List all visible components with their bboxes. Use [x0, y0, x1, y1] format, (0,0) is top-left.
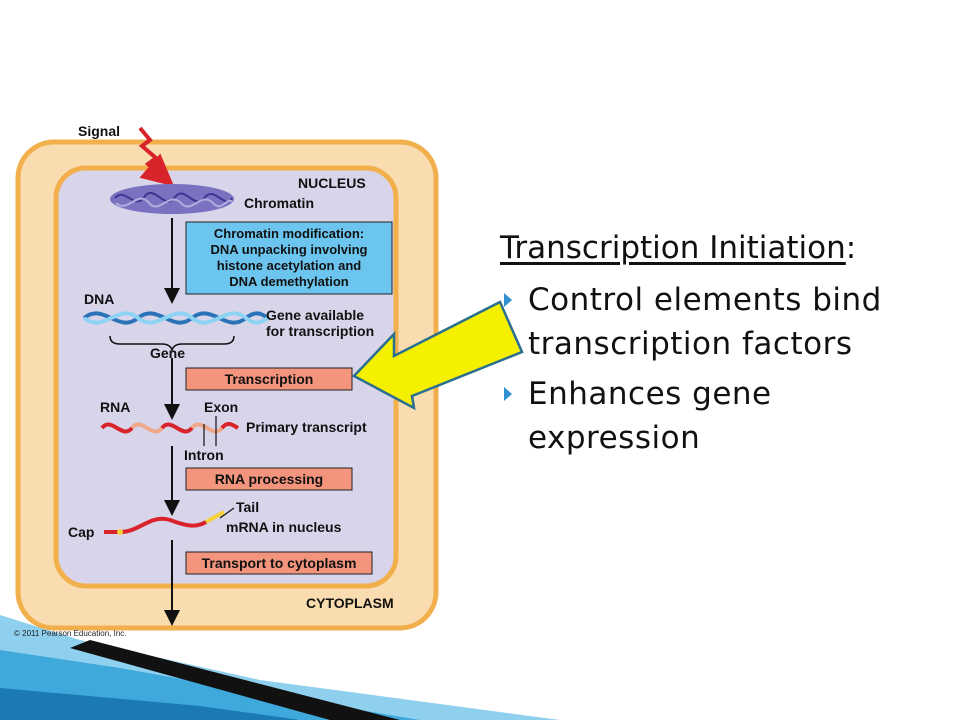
highlight-arrow-icon — [351, 300, 524, 411]
transport-box — [185, 551, 373, 575]
bullet-arrow-icon — [504, 293, 512, 307]
bullet-text: Control elements bind transcription fact… — [528, 282, 882, 362]
cap-label: Cap — [68, 524, 94, 540]
transcription-label: Transcription — [225, 371, 314, 387]
gene-bracket — [109, 335, 235, 353]
slide-heading: Transcription Initiation: — [500, 226, 950, 270]
bullet-text: Enhances gene expression — [528, 376, 772, 456]
transport-label: Transport to cytoplasm — [202, 555, 357, 571]
primary-transcript-wave-icon — [100, 421, 239, 434]
bullet-arrow-icon — [504, 387, 512, 401]
mrna-in-nucleus-label: mRNA in nucleus — [226, 519, 342, 535]
tail-label: Tail — [236, 499, 259, 515]
heading-colon: : — [845, 230, 857, 266]
chromatin-mod-line-4: DNA demethylation — [229, 274, 348, 289]
tail-pointer — [219, 507, 235, 519]
cytoplasm-label: CYTOPLASM — [306, 595, 394, 611]
copyright-label: © 2011 Pearson Education, Inc. — [14, 629, 126, 638]
chromatin-mod-line-2: DNA unpacking involving — [211, 242, 368, 257]
text-panel: Transcription Initiation: Control elemen… — [500, 226, 950, 466]
dna-label: DNA — [84, 291, 114, 307]
dna-helix-icon — [82, 311, 270, 325]
corner-stripe-black — [70, 640, 400, 720]
heading-text: Transcription Initiation — [500, 230, 846, 266]
exon-label: Exon — [204, 399, 238, 415]
gene-label: Gene — [150, 345, 185, 361]
chromatin-icon — [110, 184, 234, 214]
chromatin-mod-line-3: histone acetylation and — [217, 258, 362, 273]
rna-processing-box — [185, 467, 353, 491]
bullet-list: Control elements bind transcription fact… — [500, 278, 950, 460]
corner-swoosh-dark — [0, 688, 300, 720]
mrna-strand-icon — [104, 510, 225, 535]
rna-label: RNA — [100, 399, 130, 415]
rna-processing-label: RNA processing — [215, 471, 323, 487]
chromatin-mod-line-1: Chromatin modification: — [214, 226, 364, 241]
chromatin-modification-box — [185, 221, 393, 295]
chromatin-label: Chromatin — [244, 195, 314, 211]
gene-available-line-2: for transcription — [266, 323, 374, 339]
gene-available-line-1: Gene available — [266, 307, 364, 323]
bullet-item: Enhances gene expression — [500, 372, 950, 460]
nucleus-label: NUCLEUS — [298, 175, 366, 191]
bullet-item: Control elements bind transcription fact… — [500, 278, 950, 366]
signal-bolt-icon — [138, 126, 175, 187]
primary-transcript-label: Primary transcript — [246, 419, 367, 435]
signal-label: Signal — [78, 123, 120, 139]
transcription-box — [185, 367, 353, 391]
intron-label: Intron — [184, 447, 224, 463]
